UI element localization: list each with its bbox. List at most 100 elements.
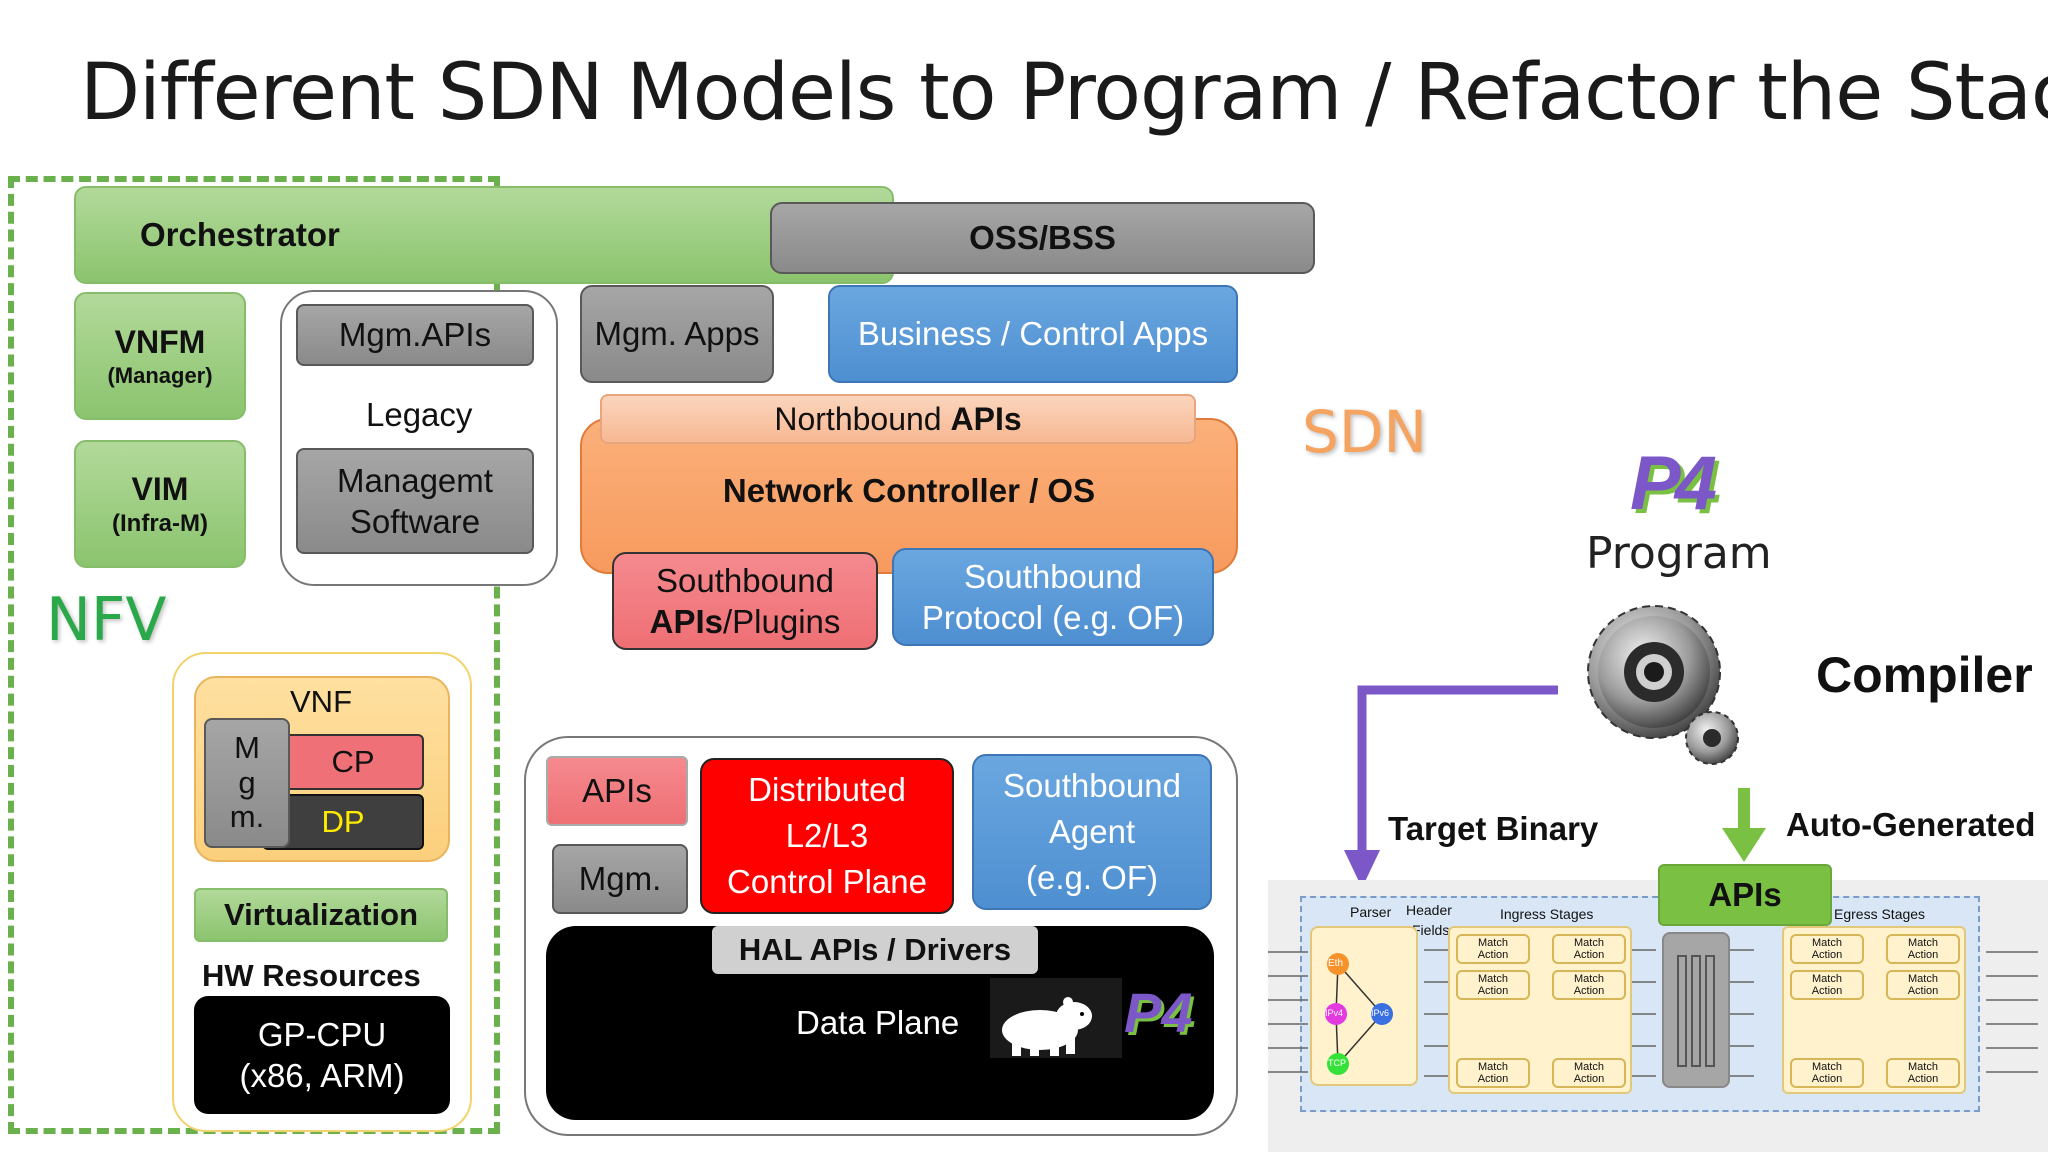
southbound-protocol-line1: Southbound bbox=[963, 557, 1142, 595]
northbound-label: Northbound bbox=[774, 401, 951, 437]
vim-box: VIM (Infra-M) bbox=[74, 440, 246, 568]
apis-small-box: APIs bbox=[546, 756, 688, 826]
parser-label: Parser bbox=[1350, 904, 1392, 920]
mgm-vertical-1: M bbox=[234, 729, 260, 765]
mgm-apps-label: Mgm. Apps bbox=[594, 315, 760, 353]
vim-sublabel: (Infra-M) bbox=[112, 510, 208, 537]
program-label: Program bbox=[1586, 528, 1772, 579]
gp-cpu-line2: (x86, ARM) bbox=[239, 1057, 405, 1094]
northbound-apis-label: APIs bbox=[950, 401, 1022, 437]
managemt-software-box: Managemt Software bbox=[296, 448, 534, 554]
page-title: Different SDN Models to Program / Refact… bbox=[80, 48, 2048, 138]
gp-cpu-box: GP-CPU (x86, ARM) bbox=[194, 996, 450, 1114]
node-eth: Eth bbox=[1328, 958, 1344, 969]
distributed-control-plane-box: Distributed L2/L3 Control Plane bbox=[700, 758, 954, 914]
nfv-label: NFV bbox=[46, 585, 167, 655]
virtualization-label: Virtualization bbox=[223, 896, 419, 932]
managemt-label: Managemt bbox=[337, 461, 493, 499]
southbound-agent-line2: Agent bbox=[1048, 812, 1136, 850]
southbound-agent-line3: (e.g. OF) bbox=[1025, 859, 1159, 897]
p4-small-logo: P4 bbox=[1124, 981, 1193, 1044]
distributed-line2: L2/L3 bbox=[785, 816, 869, 854]
mgm-apps-box: Mgm. Apps bbox=[580, 285, 774, 383]
oss-bss-box: OSS/BSS bbox=[770, 202, 1315, 274]
vnfm-box: VNFM (Manager) bbox=[74, 292, 246, 420]
mgm-apis-label: Mgm.APIs bbox=[338, 316, 492, 354]
auto-generated-label: Auto-Generated bbox=[1786, 806, 2036, 843]
cp-box: CP bbox=[282, 734, 424, 790]
node-ipv4: IPv4 bbox=[1325, 1008, 1344, 1018]
hal-apis-label: HAL APIs / Drivers bbox=[738, 931, 1012, 967]
apis-small-label: APIs bbox=[582, 772, 652, 810]
legacy-label: Legacy bbox=[366, 396, 473, 433]
target-binary-label: Target Binary bbox=[1388, 810, 1599, 847]
apis-green-box: APIs bbox=[1658, 864, 1832, 926]
apis-green-label: APIs bbox=[1708, 876, 1782, 914]
gear-icon bbox=[1572, 592, 1748, 768]
hw-resources-label: HW Resources bbox=[202, 958, 421, 993]
southbound-plugins-line1: Southbound bbox=[655, 561, 834, 599]
auto-generated-arrow bbox=[1722, 788, 1766, 862]
parser-area bbox=[1310, 926, 1418, 1086]
mgm-small-label: Mgm. bbox=[578, 860, 662, 898]
node-tcp: TCP bbox=[1328, 1058, 1346, 1068]
cp-label: CP bbox=[331, 743, 375, 779]
ingress-stages-label: Ingress Stages bbox=[1500, 906, 1594, 922]
compiler-label: Compiler bbox=[1816, 647, 2033, 703]
hal-apis-box: HAL APIs / Drivers bbox=[712, 926, 1038, 974]
southbound-plugins-label: /Plugins bbox=[722, 603, 841, 640]
sdn-label: SDN bbox=[1302, 398, 1427, 466]
business-control-apps-box: Business / Control Apps bbox=[828, 285, 1238, 383]
southbound-agent-line1: Southbound bbox=[1002, 766, 1181, 804]
bear-logo-image bbox=[990, 978, 1122, 1058]
mgm-apis-box: Mgm.APIs bbox=[296, 304, 534, 366]
vnfm-sublabel: (Manager) bbox=[107, 363, 213, 389]
queue-buffer bbox=[1662, 932, 1730, 1088]
header-fields-label-2: Fields bbox=[1412, 922, 1450, 938]
mgm-vertical-2: g bbox=[238, 764, 256, 800]
vim-label: VIM bbox=[131, 471, 189, 507]
southbound-protocol-line2: Protocol (e.g. OF) bbox=[921, 599, 1185, 636]
northbound-apis-box: Northbound APIs bbox=[600, 394, 1196, 444]
business-control-apps-label: Business / Control Apps bbox=[857, 315, 1209, 353]
virtualization-box: Virtualization bbox=[194, 888, 448, 942]
southbound-apis-label: APIs bbox=[649, 603, 723, 640]
mgm-vertical-box: M g m. bbox=[204, 718, 290, 848]
orchestrator-box: Orchestrator bbox=[74, 186, 894, 284]
dp-label: DP bbox=[321, 803, 365, 839]
network-controller-label: Network Controller / OS bbox=[722, 472, 1096, 510]
gp-cpu-line1: GP-CPU bbox=[257, 1015, 387, 1053]
vnf-label: VNF bbox=[290, 684, 352, 719]
pipeline-arrows bbox=[1268, 949, 2038, 1077]
distributed-line3: Control Plane bbox=[727, 863, 927, 901]
node-ipv6: IPv6 bbox=[1371, 1008, 1390, 1018]
egress-stages-label: Egress Stages bbox=[1834, 906, 1926, 922]
parse-graph bbox=[1325, 953, 1393, 1075]
southbound-agent-box: Southbound Agent (e.g. OF) bbox=[972, 754, 1212, 910]
orchestrator-label: Orchestrator bbox=[140, 216, 340, 254]
software-label: Software bbox=[349, 503, 481, 540]
target-binary-arrow bbox=[1344, 685, 1558, 888]
distributed-line1: Distributed bbox=[748, 770, 906, 808]
header-fields-label-1: Header bbox=[1406, 902, 1452, 918]
mgm-vertical-3: m. bbox=[229, 799, 265, 835]
southbound-protocol-box: Southbound Protocol (e.g. OF) bbox=[892, 548, 1214, 646]
p4-program-logo: P4 bbox=[1630, 441, 1717, 526]
oss-bss-label: OSS/BSS bbox=[969, 219, 1116, 257]
southbound-plugins-box: Southbound APIs/Plugins bbox=[612, 552, 878, 650]
vnfm-label: VNFM bbox=[114, 324, 206, 361]
data-plane-label: Data Plane bbox=[796, 1004, 960, 1041]
mgm-small-box: Mgm. bbox=[552, 844, 688, 914]
